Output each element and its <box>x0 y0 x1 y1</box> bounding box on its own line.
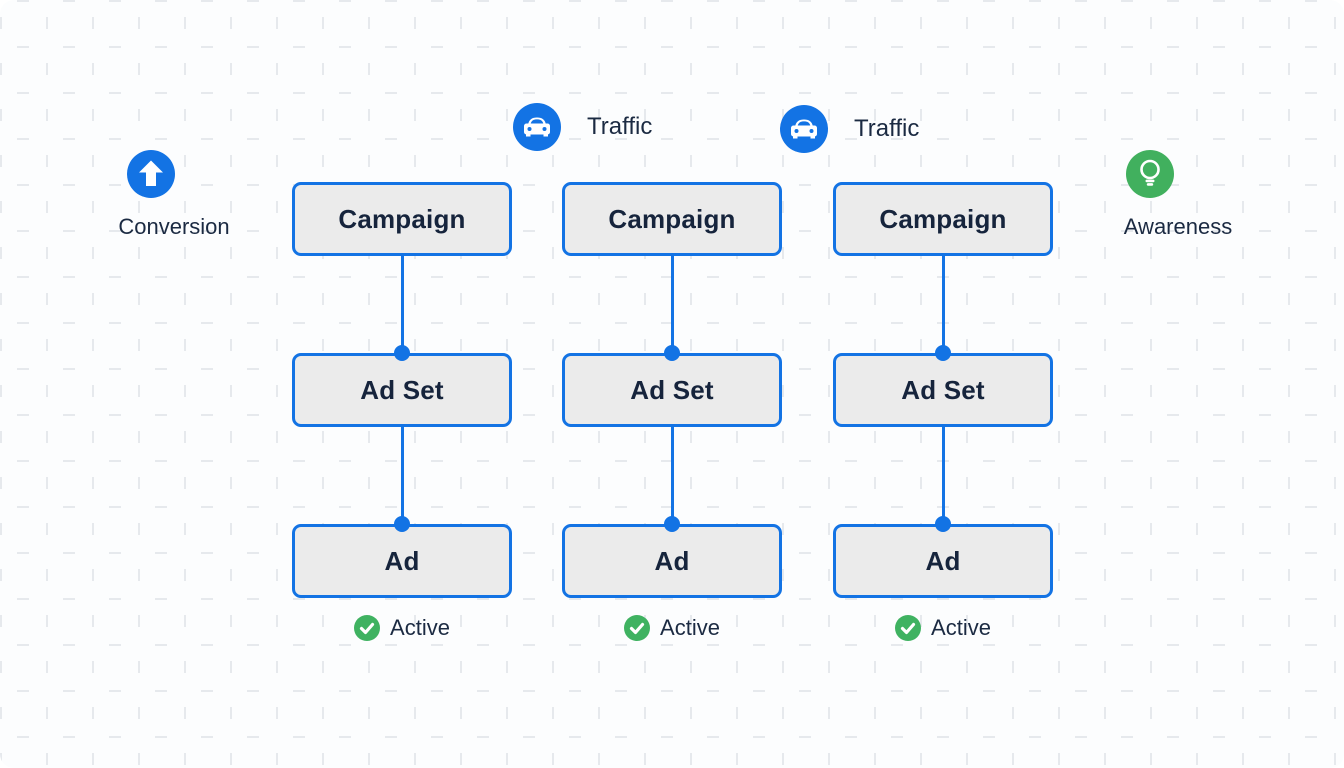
connector-dot <box>935 345 951 361</box>
adset-node: Ad Set <box>292 353 512 427</box>
adset-node-label: Ad Set <box>630 374 714 405</box>
ad-node: Ad <box>833 524 1053 598</box>
objective-conversion: Conversion <box>112 150 236 240</box>
status-badge: Active <box>354 615 450 641</box>
connector-line <box>935 256 951 361</box>
adset-node: Ad Set <box>833 353 1053 427</box>
status-label: Active <box>931 615 991 640</box>
campaign-column-2: Campaign Ad Set Ad Active <box>562 182 782 641</box>
car-icon <box>513 103 561 151</box>
objective-traffic-2: Traffic <box>780 105 919 153</box>
objective-label: Traffic <box>587 113 653 140</box>
connector-line <box>394 427 410 532</box>
connector-line <box>394 256 410 361</box>
connector-line <box>664 256 680 361</box>
status-badge: Active <box>624 615 720 641</box>
connector-dot <box>394 516 410 532</box>
ad-node-label: Ad <box>925 545 961 576</box>
ad-node: Ad <box>562 524 782 598</box>
campaign-node: Campaign <box>833 182 1053 256</box>
objective-label: Conversion <box>118 214 230 239</box>
campaign-node: Campaign <box>562 182 782 256</box>
adset-node-label: Ad Set <box>901 374 985 405</box>
status-label: Active <box>390 615 450 640</box>
objective-label: Traffic <box>854 115 920 142</box>
arrow-up-icon <box>127 150 175 198</box>
connector-dot <box>935 516 951 532</box>
check-icon <box>895 615 922 641</box>
check-icon <box>354 615 381 641</box>
ad-node-label: Ad <box>654 545 690 576</box>
car-icon <box>780 105 828 153</box>
ad-node: Ad <box>292 524 512 598</box>
connector-line <box>935 427 951 532</box>
objective-traffic-1: Traffic <box>513 103 652 151</box>
objective-awareness: Awareness <box>1116 150 1240 240</box>
campaign-node: Campaign <box>292 182 512 256</box>
campaign-node-label: Campaign <box>608 203 736 234</box>
connector-line <box>664 427 680 532</box>
campaign-column-1: Campaign Ad Set Ad Active <box>292 182 512 641</box>
lightbulb-icon <box>1126 150 1174 198</box>
connector-dot <box>394 345 410 361</box>
ad-node-label: Ad <box>384 545 420 576</box>
connector-dot <box>664 345 680 361</box>
adset-node: Ad Set <box>562 353 782 427</box>
connector-dot <box>664 516 680 532</box>
status-badge: Active <box>895 615 991 641</box>
status-label: Active <box>660 615 720 640</box>
campaign-column-3: Campaign Ad Set Ad Active <box>833 182 1053 641</box>
check-icon <box>624 615 651 641</box>
adset-node-label: Ad Set <box>360 374 444 405</box>
campaign-node-label: Campaign <box>338 203 466 234</box>
objective-label: Awareness <box>1123 214 1233 239</box>
campaign-node-label: Campaign <box>879 203 1007 234</box>
